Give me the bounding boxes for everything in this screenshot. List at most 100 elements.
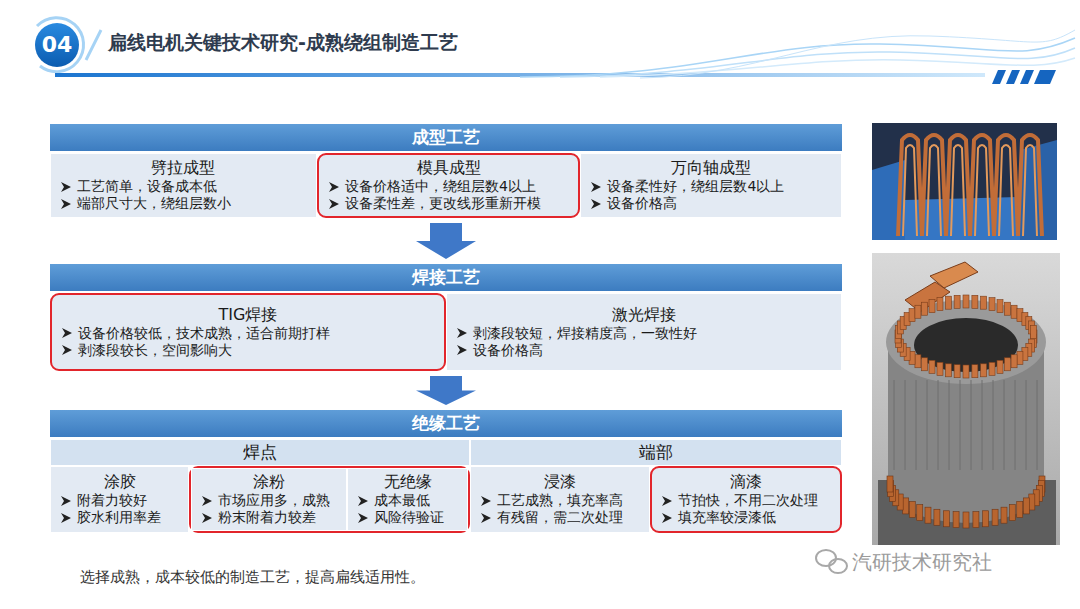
method-name: 涂粉	[202, 472, 336, 491]
hairpin-end	[997, 360, 1003, 373]
bullet-arrow	[591, 199, 601, 209]
hairpin-end	[1011, 355, 1017, 368]
section-number: 04	[35, 31, 79, 59]
bullet-item: 设备价格较低，技术成熟，适合前期打样	[62, 325, 434, 342]
bullet-text: 成本最低	[374, 492, 430, 509]
bullet-list: 设备价格适中，绕组层数4以上设备柔性差，更改线形重新开模	[329, 178, 569, 212]
method-box: 劈拉成型工艺简单，设备成本低端部尺寸大，绕组层数小	[50, 153, 317, 218]
bullet-arrow	[662, 496, 672, 506]
bullet-arrow	[61, 182, 71, 192]
bullet-text: 胶水利用率差	[77, 509, 161, 526]
bullet-item: 工艺成熟，填充率高	[481, 492, 639, 509]
copper-hairpin	[898, 135, 922, 236]
section-body: 劈拉成型工艺简单，设备成本低端部尺寸大，绕组层数小模具成型设备价格适中，绕组层数…	[50, 153, 842, 218]
badge-slash	[86, 30, 101, 60]
wave-line	[640, 30, 1075, 78]
bullet-arrow	[329, 181, 339, 193]
core-slot	[938, 380, 939, 470]
hairpin-crown	[903, 498, 909, 514]
flow-arrow	[416, 376, 476, 405]
bullet-arrow	[62, 344, 72, 356]
bullet-list: 市场应用多，成熟粉末附着力较差	[202, 492, 336, 526]
hairpin-end	[981, 296, 987, 309]
hairpin-end	[954, 295, 960, 308]
hairpin-crown	[887, 476, 893, 492]
copper-hairpin	[927, 145, 941, 236]
badge-circle	[35, 23, 79, 67]
core-slot	[1015, 380, 1016, 470]
bullet-arrow	[329, 198, 339, 210]
hairpin-end	[937, 362, 943, 375]
hairpin-crown	[983, 511, 989, 527]
flow-arrow	[416, 223, 476, 259]
bullet-arrow	[358, 495, 368, 507]
hairpin-end	[909, 309, 915, 322]
bullet-arrow	[61, 181, 71, 193]
bullet-arrow	[61, 513, 71, 523]
watermark: 汽研技术研究社	[852, 549, 992, 576]
slide-title: 扁线电机关键技术研究-成熟绕组制造工艺	[108, 30, 458, 56]
bullet-text: 设备价格适中，绕组层数4以上	[345, 178, 536, 195]
bullet-text: 工艺简单，设备成本低	[77, 178, 217, 195]
bullet-item: 填充率较浸漆低	[662, 509, 830, 526]
bullet-text: 端部尺寸大，绕组层数小	[77, 195, 231, 212]
core-slot	[1004, 380, 1005, 470]
hairpin-crown	[1023, 498, 1029, 514]
section-body: 浸漆工艺成熟，填充率高有残留，需二次处理滴漆节拍快，不用二次处理填充率较浸漆低	[470, 466, 842, 533]
hairpin-end	[945, 296, 951, 309]
bullet-text: 有残留，需二次处理	[497, 509, 623, 526]
core-slot	[960, 380, 961, 470]
copper-hairpin	[903, 145, 917, 236]
bullet-arrow	[457, 328, 467, 338]
method-box: 浸漆工艺成熟，填充率高有残留，需二次处理	[470, 466, 650, 533]
bullet-text: 风险待验证	[374, 509, 444, 526]
hairpin-end	[929, 360, 935, 373]
core-slot	[927, 380, 928, 470]
section-heading: 焊点	[50, 439, 470, 466]
bullet-arrow	[61, 512, 71, 524]
copper-hairpin	[970, 135, 994, 236]
stripe	[992, 70, 1006, 84]
hairpin-crown	[963, 512, 969, 528]
stripe	[1020, 70, 1034, 84]
hairpin-end	[1004, 358, 1010, 371]
bullet-text: 工艺成熟，填充率高	[497, 492, 623, 509]
bullet-arrow	[591, 182, 601, 192]
bullet-arrow	[662, 512, 672, 524]
bullet-text: 节拍快，不用二次处理	[678, 492, 818, 509]
bullet-arrow	[62, 327, 72, 339]
hairpin-end	[945, 364, 951, 377]
method-box: 激光焊接剥漆段较短，焊接精度高，一致性好设备价格高	[446, 293, 842, 371]
method-box: 滴漆节拍快，不用二次处理填充率较浸漆低	[650, 466, 842, 533]
section-body: 焊点涂胶附着力较好胶水利用率差涂粉市场应用多，成熟粉末附着力较差无绝缘成本最低风…	[50, 439, 842, 533]
hairpin-end	[963, 295, 969, 308]
bullet-text: 设备价格较低，技术成熟，适合前期打样	[78, 325, 330, 342]
photo-background	[872, 123, 1057, 240]
bullet-item: 设备价格适中，绕组层数4以上	[329, 178, 569, 195]
bullet-item: 风险待验证	[358, 509, 457, 526]
bullet-text: 附着力较好	[77, 492, 147, 509]
bullet-arrow	[61, 496, 71, 506]
highlight-frame: 涂粉市场应用多，成熟粉末附着力较差无绝缘成本最低风险待验证	[189, 466, 470, 533]
hairpin-photo	[872, 123, 1057, 240]
bullet-arrow	[202, 496, 212, 506]
bullet-text: 市场应用多，成熟	[218, 492, 330, 509]
bullet-arrow	[591, 181, 601, 193]
method-name: 浸漆	[481, 472, 639, 491]
core-slot	[949, 380, 950, 470]
hairpin-crown	[934, 509, 940, 525]
hairpin-end	[915, 305, 921, 318]
hairpin-crown	[953, 512, 959, 528]
copper-hairpin	[1023, 145, 1037, 236]
stator-face	[886, 300, 1046, 384]
method-box: 万向轴成型设备柔性好，绕组层数4以上设备价格高	[580, 153, 842, 218]
hairpin-end	[915, 355, 921, 368]
hairpin-end	[1004, 302, 1010, 315]
method-box: 涂胶附着力较好胶水利用率差	[50, 466, 189, 533]
bullet-arrow	[481, 512, 491, 524]
process-section: 绝缘工艺焊点涂胶附着力较好胶水利用率差涂粉市场应用多，成熟粉末附着力较差无绝缘成…	[50, 410, 842, 533]
section-heading: 端部	[470, 439, 842, 466]
hairpin-crown	[943, 511, 949, 527]
bullet-arrow	[61, 198, 71, 210]
method-name: 涂胶	[61, 472, 178, 491]
